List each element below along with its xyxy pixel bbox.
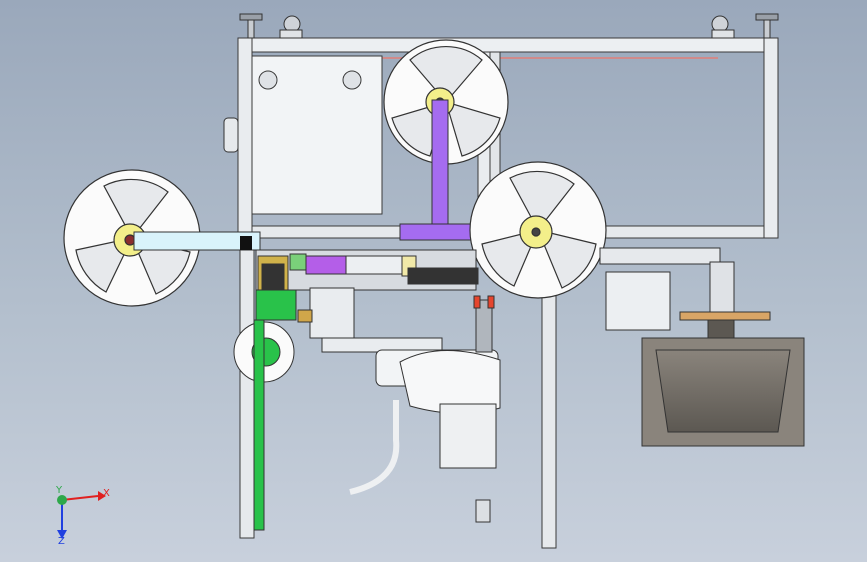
- left-reel: [63, 169, 201, 307]
- orientation-triad: X Y Z: [55, 485, 110, 547]
- axis-x-label: X: [103, 488, 110, 499]
- axis-z-label: Z: [58, 536, 65, 547]
- dispenser-head: [349, 295, 501, 523]
- side-handle: [223, 117, 239, 153]
- right-reel: [469, 161, 607, 299]
- arm-clamp: [240, 236, 252, 250]
- left-reel-arm: [133, 231, 261, 251]
- axis-y-label: Y: [55, 485, 63, 496]
- hopper: [641, 311, 805, 447]
- green-guide: [253, 319, 265, 531]
- feeder-assembly: [255, 247, 735, 353]
- leveling-feet: [239, 13, 779, 39]
- arm-bracket: [399, 223, 475, 241]
- tension-arm: [431, 99, 449, 229]
